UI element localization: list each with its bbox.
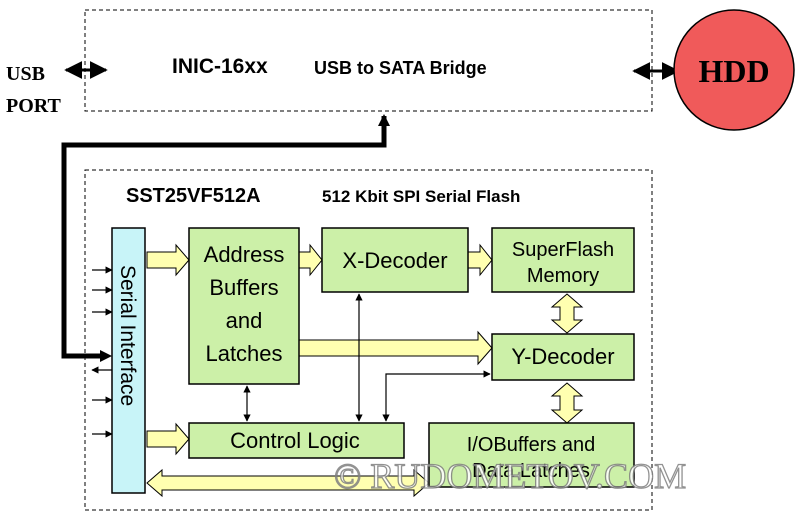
- superflash-memory-block: [491, 227, 635, 293]
- usb-port-label-line2: PORT: [6, 95, 62, 117]
- spi-bus-arrowhead-right: [100, 350, 112, 362]
- bus-superflash-ydecoder: [550, 293, 584, 334]
- bus-serial-to-control: [146, 422, 190, 456]
- superflash-line2: Memory: [527, 265, 599, 287]
- bus-ydecoder-iobuffers: [550, 382, 584, 424]
- bus-serial-to-address: [146, 243, 190, 277]
- address-buffers-block: [188, 227, 300, 385]
- bus-address-to-ydecoder: [298, 330, 493, 366]
- bus-xdecoder-to-superflash: [467, 243, 493, 277]
- usb-port-label-line1: USB: [6, 63, 45, 85]
- control-logic-label: Control Logic: [230, 428, 360, 453]
- hdd-circle: [673, 9, 795, 131]
- io-buffers-block: [428, 422, 635, 488]
- bridge-name: INIC-16xx: [172, 55, 268, 78]
- spi-bus-arrowhead-top: [378, 114, 390, 126]
- x-decoder-block: [321, 227, 469, 293]
- address-buffers-line2: Buffers: [209, 275, 278, 300]
- spi-bus-line: [61, 116, 387, 359]
- flash-name: SST25VF512A: [126, 185, 261, 207]
- serial-interface-block: [111, 227, 146, 494]
- bridge-box: [84, 9, 653, 112]
- bridge-desc: USB to SATA Bridge: [314, 58, 487, 78]
- address-buffers-line3: and: [226, 308, 263, 333]
- control-logic-block: [188, 422, 405, 459]
- y-decoder-block: [491, 333, 635, 381]
- control-ydecoder-arrow: [382, 370, 491, 422]
- address-buffers-line1: Address: [204, 242, 285, 267]
- bus-address-to-xdecoder: [298, 243, 323, 277]
- superflash-line1: SuperFlash: [512, 239, 614, 261]
- serial-interface-label: Serial Interface: [116, 265, 139, 406]
- flash-box: [84, 169, 653, 511]
- address-buffers-line4: Latches: [205, 341, 282, 366]
- flash-desc: 512 Kbit SPI Serial Flash: [322, 187, 520, 206]
- io-buffers-line1: I/OBuffers and: [467, 434, 596, 456]
- y-decoder-label: Y-Decoder: [511, 344, 614, 369]
- x-decoder-label: X-Decoder: [342, 248, 447, 273]
- hdd-label: HDD: [698, 53, 769, 89]
- io-buffers-line2: Data Latches: [472, 460, 590, 482]
- watermark: © RUDOMETOV.COM: [334, 456, 686, 496]
